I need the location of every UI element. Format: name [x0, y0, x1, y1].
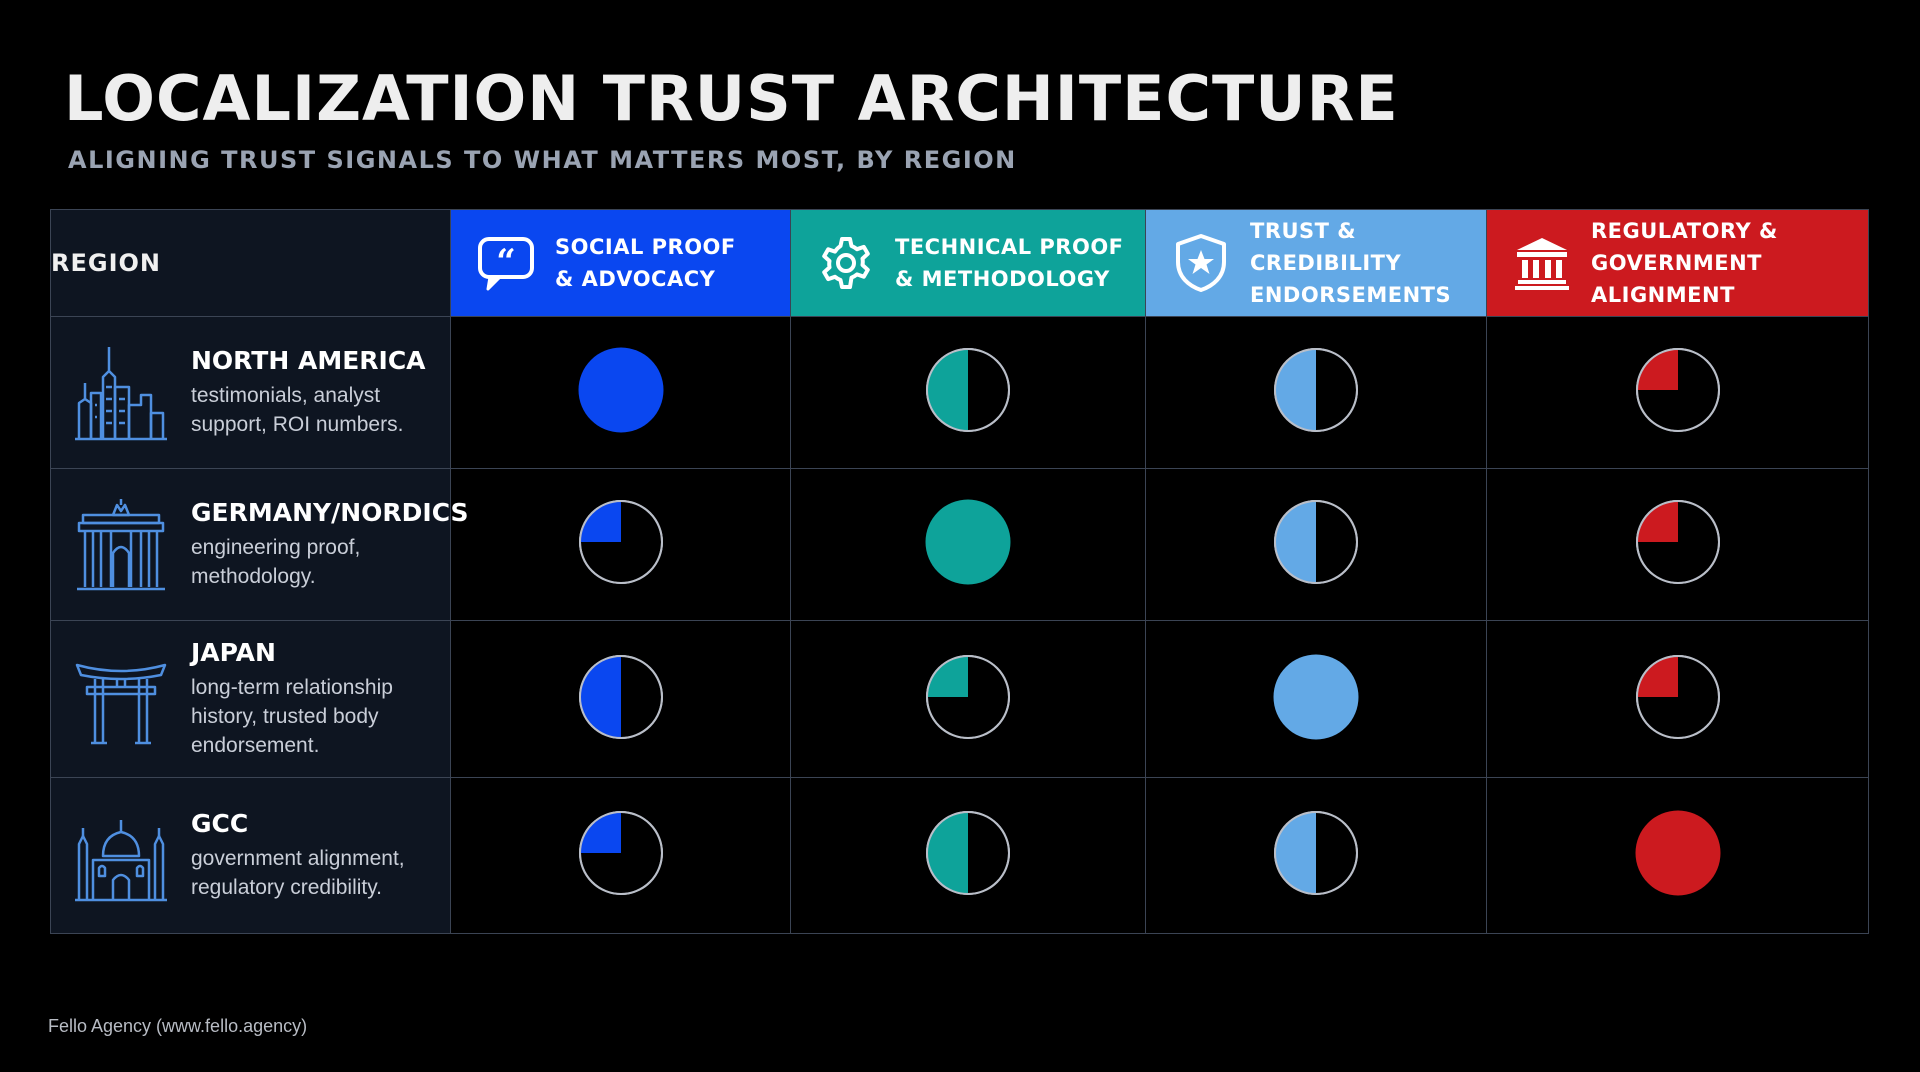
column-header-trust-credibility: TRUST & CREDIBILITY ENDORSEMENTS [1145, 209, 1487, 317]
rating-dot [1635, 348, 1720, 432]
rating-ring [578, 811, 663, 895]
region-name: GERMANY/NORDICS [191, 498, 469, 527]
rating-fill [579, 501, 621, 542]
region-description: engineering proof, methodology. [191, 536, 361, 588]
table-row: NORTH AMERICA testimonials, analyst supp… [50, 316, 1869, 469]
column-header-label: SOCIAL PROOF & ADVOCACY [555, 235, 736, 291]
rating-fill [927, 655, 968, 697]
rating-fill [1275, 349, 1316, 431]
header-row: REGION “ SOCIAL PROOF & ADVOCACY [50, 209, 1869, 317]
rating-dot [1635, 500, 1720, 584]
rating-dot [926, 654, 1010, 739]
torii-gate-icon [71, 644, 171, 754]
rating-dot [1274, 811, 1358, 895]
column-header-label: TRUST & CREDIBILITY ENDORSEMENTS [1250, 219, 1452, 307]
column-header-technical-proof: TECHNICAL PROOF & METHODOLOGY [790, 209, 1146, 317]
rating-cell [790, 620, 1146, 778]
rating-dot [926, 348, 1010, 432]
rating-cell [790, 468, 1146, 621]
table-row: GERMANY/NORDICS engineering proof, metho… [50, 468, 1869, 621]
gear-icon [815, 232, 877, 294]
rating-dot [578, 811, 663, 895]
region-description: long-term relationship history, trusted … [191, 676, 393, 757]
rating-fill [578, 347, 663, 433]
government-building-icon [1511, 232, 1573, 294]
rating-ring [1274, 811, 1358, 895]
region-description: government alignment, regulatory credibi… [191, 847, 405, 899]
rating-ring [578, 654, 663, 739]
rating-fill [927, 812, 968, 894]
rating-cell [1145, 620, 1487, 778]
rating-dot [1274, 348, 1358, 432]
rating-ring [578, 500, 663, 584]
rating-cell [1145, 316, 1487, 469]
region-cell: GCC government alignment, regulatory cre… [50, 777, 451, 934]
region-name: JAPAN [191, 638, 276, 667]
rating-ring [926, 654, 1010, 739]
rating-ring [1274, 348, 1358, 432]
rating-ring [926, 348, 1010, 432]
shield-star-icon [1170, 232, 1232, 294]
trust-matrix-table: REGION “ SOCIAL PROOF & ADVOCACY [50, 209, 1869, 934]
footer-credit: Fello Agency (www.fello.agency) [48, 1016, 308, 1036]
column-header-label: REGULATORY & GOVERNMENT ALIGNMENT [1591, 219, 1778, 307]
region-cell: GERMANY/NORDICS engineering proof, metho… [50, 468, 469, 621]
column-header-social-proof: “ SOCIAL PROOF & ADVOCACY [450, 209, 791, 317]
page-title: LOCALIZATION TRUST ARCHITECTURE [64, 62, 1399, 135]
rating-fill [579, 812, 621, 853]
rating-cell [450, 316, 791, 469]
rating-fill [925, 499, 1011, 585]
rating-cell [450, 468, 791, 621]
rating-fill [1273, 654, 1359, 739]
rating-fill [1636, 349, 1678, 390]
rating-fill [927, 349, 968, 431]
rating-ring [1635, 500, 1720, 584]
rating-dot [578, 654, 663, 739]
rating-cell [450, 777, 791, 934]
rating-dot [578, 347, 663, 433]
rating-dot [1273, 654, 1359, 739]
rating-ring [926, 811, 1010, 895]
rating-fill [579, 655, 621, 738]
region-column-header: REGION [50, 209, 451, 317]
rating-cell [1145, 468, 1487, 621]
brandenburg-gate-icon [71, 490, 171, 600]
page-subtitle: ALIGNING TRUST SIGNALS TO WHAT MATTERS M… [68, 146, 1017, 174]
rating-cell [1145, 777, 1487, 934]
mosque-icon [71, 801, 171, 911]
rating-cell [1486, 777, 1869, 934]
region-cell: JAPAN long-term relationship history, tr… [50, 620, 451, 778]
table-row: JAPAN long-term relationship history, tr… [50, 620, 1869, 778]
rating-fill [1635, 810, 1720, 896]
rating-cell [790, 316, 1146, 469]
rating-dot [578, 500, 663, 584]
rating-cell [1486, 316, 1869, 469]
rating-cell [1486, 468, 1869, 621]
region-name: GCC [191, 809, 249, 838]
region-cell: NORTH AMERICA testimonials, analyst supp… [50, 316, 451, 469]
rating-fill [1275, 812, 1316, 894]
rating-cell [450, 620, 791, 778]
column-header-regulatory: REGULATORY & GOVERNMENT ALIGNMENT [1486, 209, 1869, 317]
rating-ring [1635, 654, 1720, 739]
quote-bubble-icon: “ [475, 232, 537, 294]
rating-dot [925, 499, 1011, 585]
table-row: GCC government alignment, regulatory cre… [50, 777, 1869, 934]
rating-fill [1636, 501, 1678, 542]
rating-ring [1635, 348, 1720, 432]
skyscraper-skyline-icon [71, 338, 171, 448]
rating-cell [790, 777, 1146, 934]
rating-dot [926, 811, 1010, 895]
column-header-label: TECHNICAL PROOF & METHODOLOGY [895, 235, 1124, 291]
rating-fill [1275, 501, 1316, 583]
region-name: NORTH AMERICA [191, 346, 426, 375]
rating-cell [1486, 620, 1869, 778]
rating-fill [1636, 655, 1678, 697]
rating-ring [1274, 500, 1358, 584]
svg-text:“: “ [496, 242, 516, 282]
rating-dot [1635, 810, 1720, 896]
rating-dot [1635, 654, 1720, 739]
region-description: testimonials, analyst support, ROI numbe… [191, 384, 404, 436]
rating-dot [1274, 500, 1358, 584]
